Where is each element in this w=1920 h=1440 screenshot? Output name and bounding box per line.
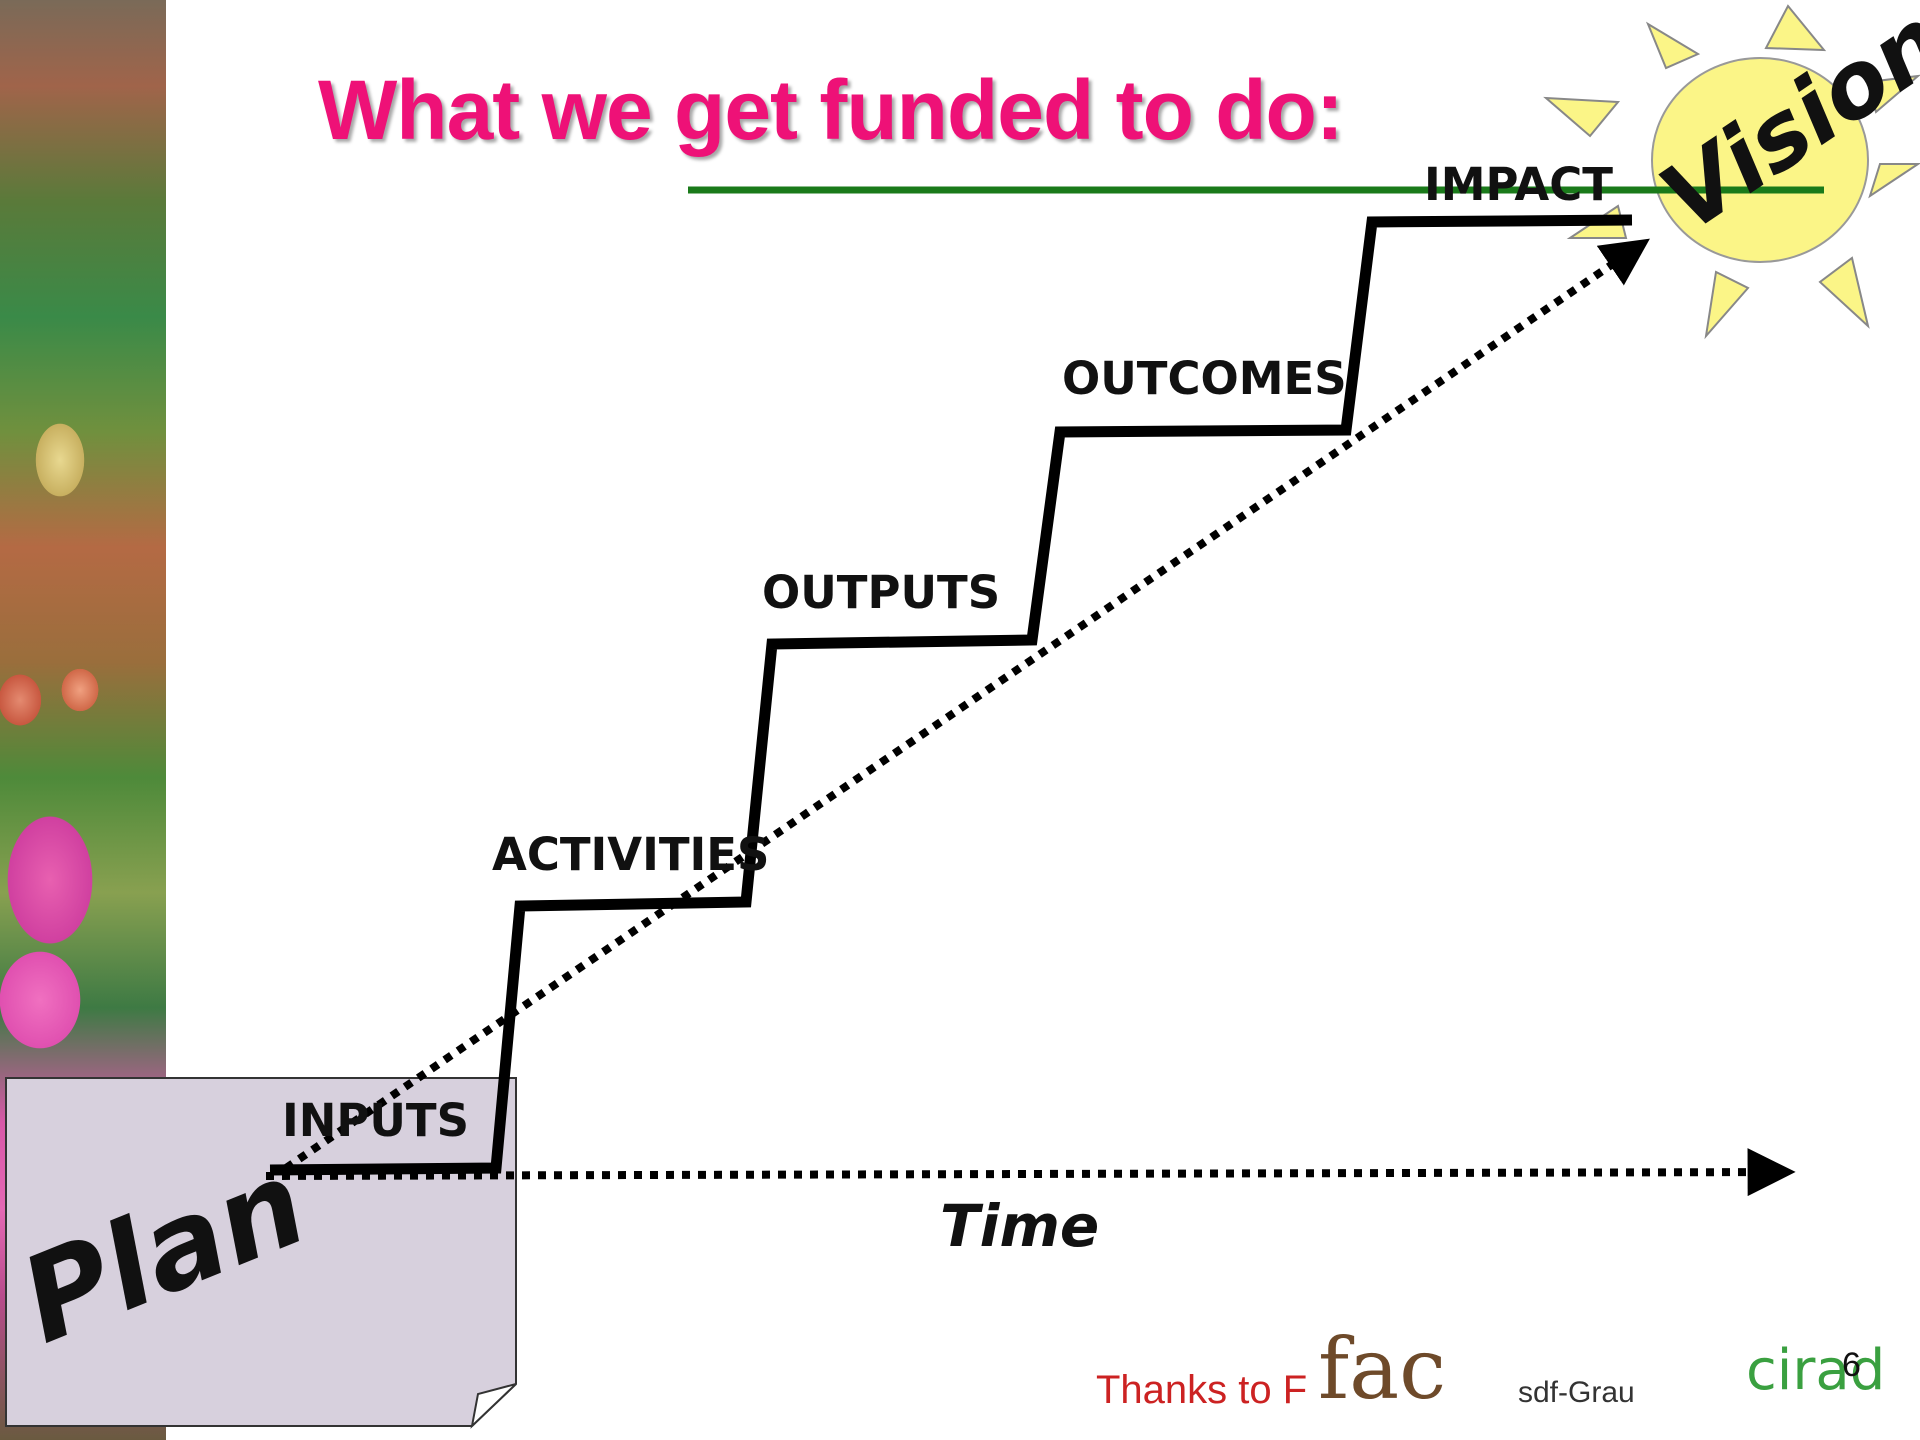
cirad-logo: cirad	[1746, 1338, 1886, 1403]
sun-rays	[1543, 4, 1920, 340]
time-label: Time	[940, 1192, 1099, 1260]
footer-credit: Thanks to F	[1096, 1368, 1308, 1412]
step-label-outputs: OUTPUTS	[762, 566, 1000, 619]
slide-title: What we get funded to do:	[318, 63, 1344, 157]
fac-logo: fac	[1318, 1320, 1447, 1418]
sdf-logo: sdf-Grau	[1518, 1376, 1635, 1409]
sun-disc	[1651, 57, 1869, 263]
time-axis	[265, 1148, 1796, 1197]
step-label-outcomes: OUTCOMES	[1062, 352, 1347, 405]
page-number: 6	[1842, 1346, 1861, 1384]
trajectory-arrow	[283, 238, 1650, 1172]
step-label-impact: IMPACT	[1424, 158, 1613, 211]
staircase	[269, 214, 1633, 1176]
sun-icon	[1543, 4, 1920, 340]
step-label-activities: ACTIVITIES	[492, 828, 769, 881]
step-label-inputs: INPUTS	[282, 1094, 469, 1147]
